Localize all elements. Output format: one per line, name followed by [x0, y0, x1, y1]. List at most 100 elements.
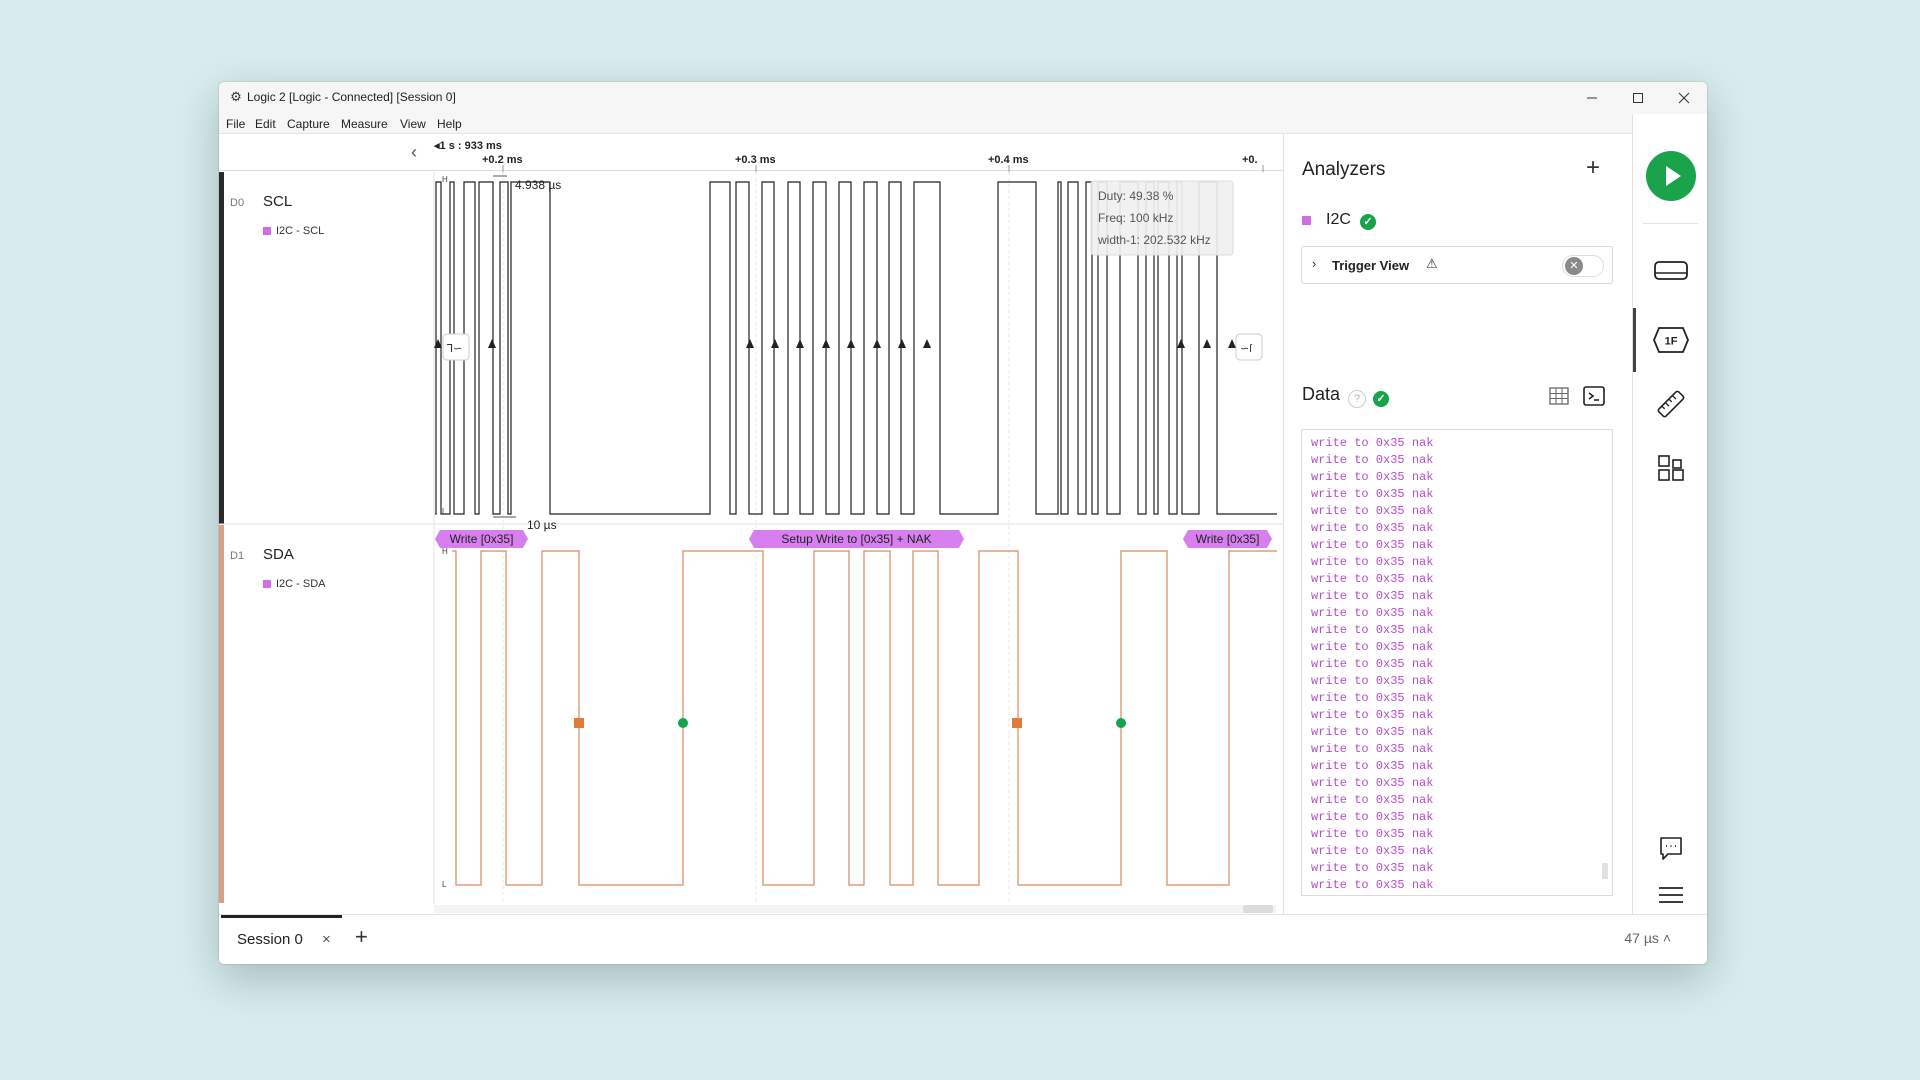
start-condition-marker [574, 718, 584, 728]
add-analyzer-button[interactable]: + [1586, 154, 1600, 182]
data-line: write to 0x35 nak [1302, 843, 1433, 860]
clock-edge-marker [488, 339, 496, 348]
data-line: write to 0x35 nak [1302, 775, 1433, 792]
feedback-icon[interactable] [1649, 828, 1693, 868]
data-line: write to 0x35 nak [1302, 622, 1433, 639]
warning-icon: ⚠ [1426, 256, 1438, 272]
logic-app-icon: ⚙ [229, 90, 243, 104]
chevron-right-icon[interactable]: › [1312, 256, 1316, 271]
ruler-tick-label: +0.4 ms [988, 154, 1029, 166]
clock-edge-marker [822, 339, 830, 348]
feedback-glyph [1649, 828, 1693, 868]
maximize-button[interactable] [1615, 82, 1661, 114]
help-icon[interactable]: ? [1348, 390, 1366, 408]
clock-edge-marker [898, 339, 906, 348]
ruler-icon[interactable] [1649, 384, 1693, 424]
trigger-view-toggle[interactable]: ✕ [1562, 255, 1604, 277]
extensions-icon[interactable] [1649, 449, 1693, 489]
play-icon[interactable] [1646, 151, 1696, 201]
data-line: write to 0x35 nak [1302, 520, 1433, 537]
tooltip-duty: Duty: 49.38 % [1098, 189, 1174, 203]
ruler-glyph [1649, 384, 1693, 424]
clock-edge-marker [923, 339, 931, 348]
waveform-canvas[interactable]: ◂1 s : 933 ms+0.2 ms+0.3 ms+0.4 ms+0.HL4… [219, 134, 1283, 914]
device-icon[interactable] [1649, 251, 1693, 291]
menu-edit[interactable]: Edit [255, 117, 276, 131]
level-low-label: L [442, 507, 447, 516]
clock-edge-marker [1203, 339, 1211, 348]
data-line: write to 0x35 nak [1302, 690, 1433, 707]
menu-measure[interactable]: Measure [341, 117, 388, 131]
trigger-view-row[interactable]: › Trigger View ⚠ ✕ [1301, 246, 1613, 284]
data-line: write to 0x35 nak [1302, 673, 1433, 690]
table-view-button[interactable] [1546, 384, 1572, 408]
clock-edge-marker [1177, 339, 1185, 348]
data-line: write to 0x35 nak [1302, 469, 1433, 486]
analyzer-color-swatch [1302, 216, 1311, 225]
session-tab[interactable]: Session 0 × [221, 915, 342, 964]
app-window: ⚙ Logic 2 [Logic - Connected] [Session 0… [219, 82, 1707, 964]
data-line: write to 0x35 nak [1302, 724, 1433, 741]
minimize-button[interactable] [1569, 82, 1615, 114]
title-bar: ⚙ Logic 2 [Logic - Connected] [Session 0… [219, 82, 1707, 114]
data-line: write to 0x35 nak [1302, 860, 1433, 877]
data-line: write to 0x35 nak [1302, 605, 1433, 622]
ruler-tick-label: +0.2 ms [482, 154, 523, 166]
close-window-button[interactable] [1661, 82, 1707, 114]
time-status-value: 47 µs [1624, 930, 1659, 946]
menu-capture[interactable]: Capture [287, 117, 330, 131]
terminal-icon [1581, 384, 1607, 408]
clock-edge-marker [796, 339, 804, 348]
table-icon [1546, 384, 1572, 408]
close-session-icon[interactable]: × [322, 931, 331, 948]
data-line: write to 0x35 nak [1302, 656, 1433, 673]
level-high-label: H [442, 547, 448, 556]
data-section-title: Data [1302, 384, 1340, 405]
clock-edge-marker [1228, 339, 1236, 348]
protocol-bubble-label: Setup Write to [0x35] + NAK [781, 532, 931, 546]
stop-condition-marker [678, 718, 688, 728]
data-line: write to 0x35 nak [1302, 758, 1433, 775]
device-icon-glyph [1649, 251, 1693, 291]
trigger-view-label: Trigger View [1332, 258, 1409, 273]
menu-view[interactable]: View [400, 117, 426, 131]
clock-edge-marker [771, 339, 779, 348]
analyzer-name[interactable]: I2C [1326, 211, 1351, 229]
add-session-button[interactable]: + [355, 924, 368, 950]
menu-file[interactable]: File [226, 117, 245, 131]
menu-bar: File Edit Capture Measure View Help [219, 114, 1707, 134]
protocol-bubble-label: Write [0x35] [450, 532, 514, 546]
width-measurement: 4.938 µs [515, 178, 561, 192]
data-line: write to 0x35 nak [1302, 809, 1433, 826]
data-line: write to 0x35 nak [1302, 503, 1433, 520]
analyzer-1f-icon[interactable]: 1F [1649, 320, 1693, 360]
period-measurement: 10 µs [527, 518, 557, 532]
active-tab-indicator [1633, 308, 1636, 372]
rail-divider [1643, 223, 1698, 224]
data-line: write to 0x35 nak [1302, 554, 1433, 571]
panel-title: Analyzers [1302, 159, 1385, 181]
level-low-label: L [442, 880, 447, 889]
pulse-right-icon: ∽ſ [1240, 343, 1252, 355]
ruler-tick-label: +0.3 ms [735, 154, 776, 166]
terminal-view-button[interactable] [1581, 384, 1607, 408]
menu-glyph [1649, 876, 1693, 916]
close-icon [1678, 92, 1690, 104]
waveform-view[interactable]: ‹ D0 SCL I2C - SCL D1 SDA I2C - SDA ◂1 s… [219, 134, 1283, 914]
data-terminal[interactable]: write to 0x35 nakwrite to 0x35 nakwrite … [1301, 429, 1613, 896]
analyzers-panel: Analyzers + I2C ✓ › Trigger View ⚠ ✕ Dat… [1283, 134, 1632, 914]
svg-text:1F: 1F [1665, 336, 1678, 348]
menu-icon[interactable] [1649, 876, 1693, 916]
ruler-origin: ◂1 s : 933 ms [433, 140, 502, 152]
data-scrollbar[interactable] [1602, 863, 1608, 879]
time-status[interactable]: 47 µs ˄ [1624, 930, 1671, 946]
data-lines: write to 0x35 nakwrite to 0x35 nakwrite … [1302, 435, 1433, 896]
minimize-icon [1586, 92, 1598, 104]
menu-help[interactable]: Help [437, 117, 462, 131]
chevron-up-icon: ˄ [1663, 930, 1671, 946]
session-bar: Session 0 × + 47 µs ˄ [219, 914, 1707, 964]
right-sidebar: 1F [1632, 114, 1707, 914]
check-circle-icon: ✓ [1360, 214, 1376, 230]
data-line: write to 0x35 nak [1302, 537, 1433, 554]
data-line: write to 0x35 nak [1302, 894, 1433, 896]
